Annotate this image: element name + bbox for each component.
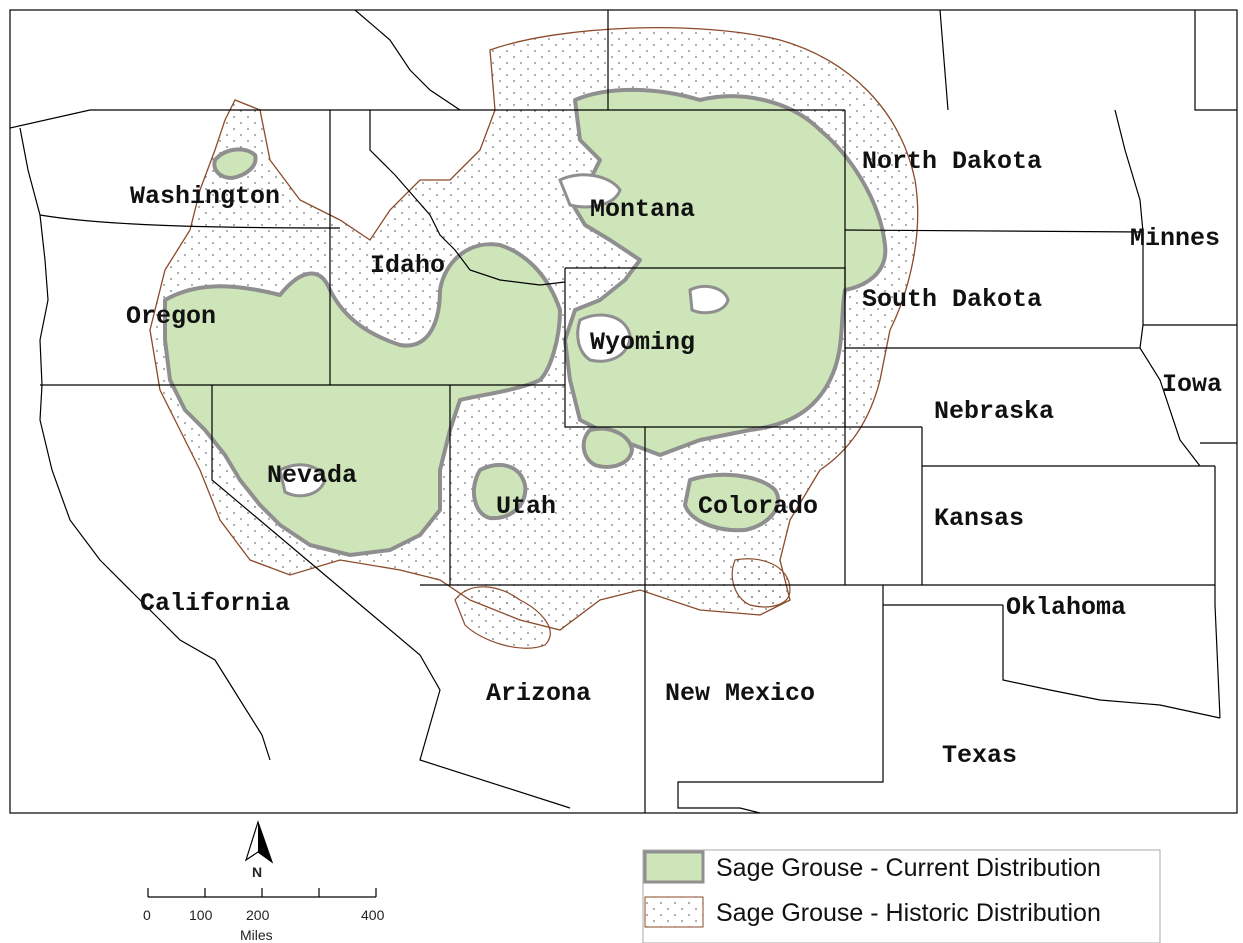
range-gaps: [278, 173, 730, 498]
current-distribution: [163, 87, 888, 557]
state-label: Iowa: [1162, 370, 1222, 399]
state-label: Oregon: [126, 302, 216, 331]
state-borders: [10, 10, 1237, 813]
north-label: N: [252, 864, 262, 880]
legend-swatch-historic: [644, 896, 704, 928]
state-label: Minnes: [1130, 224, 1220, 253]
state-label: Arizona: [486, 679, 591, 708]
scale-tick-label: 0: [143, 907, 151, 923]
scale-tick-label: 100: [189, 907, 213, 923]
state-label: Wyoming: [590, 328, 695, 357]
state-label: South Dakota: [862, 285, 1042, 314]
scale-bar: 0 100 200 400 Miles: [143, 888, 385, 943]
scale-tick-label: 400: [361, 907, 385, 923]
state-label: Oklahoma: [1006, 593, 1126, 622]
state-label: Nevada: [267, 461, 357, 490]
state-label: California: [140, 589, 290, 618]
legend-label-historic: Sage Grouse - Historic Distribution: [716, 899, 1101, 927]
state-label: Texas: [942, 741, 1017, 770]
state-label: Utah: [496, 492, 556, 521]
state-labels: Washington Oregon California Idaho Nevad…: [126, 147, 1222, 770]
legend: Sage Grouse - Current Distribution Sage …: [642, 849, 1161, 943]
state-label: Colorado: [698, 492, 818, 521]
scale-tick-label: 200: [246, 907, 270, 923]
state-label: North Dakota: [862, 147, 1042, 176]
state-label: Kansas: [934, 504, 1024, 533]
state-label: Idaho: [370, 251, 445, 280]
state-label: Montana: [590, 195, 695, 224]
state-label: New Mexico: [665, 679, 815, 708]
state-label: Nebraska: [934, 397, 1054, 426]
scale-units: Miles: [240, 927, 273, 943]
legend-swatch-current: [643, 850, 705, 884]
legend-label-current: Sage Grouse - Current Distribution: [716, 854, 1101, 882]
state-label: Washington: [130, 182, 280, 211]
north-arrow: N: [244, 820, 274, 880]
